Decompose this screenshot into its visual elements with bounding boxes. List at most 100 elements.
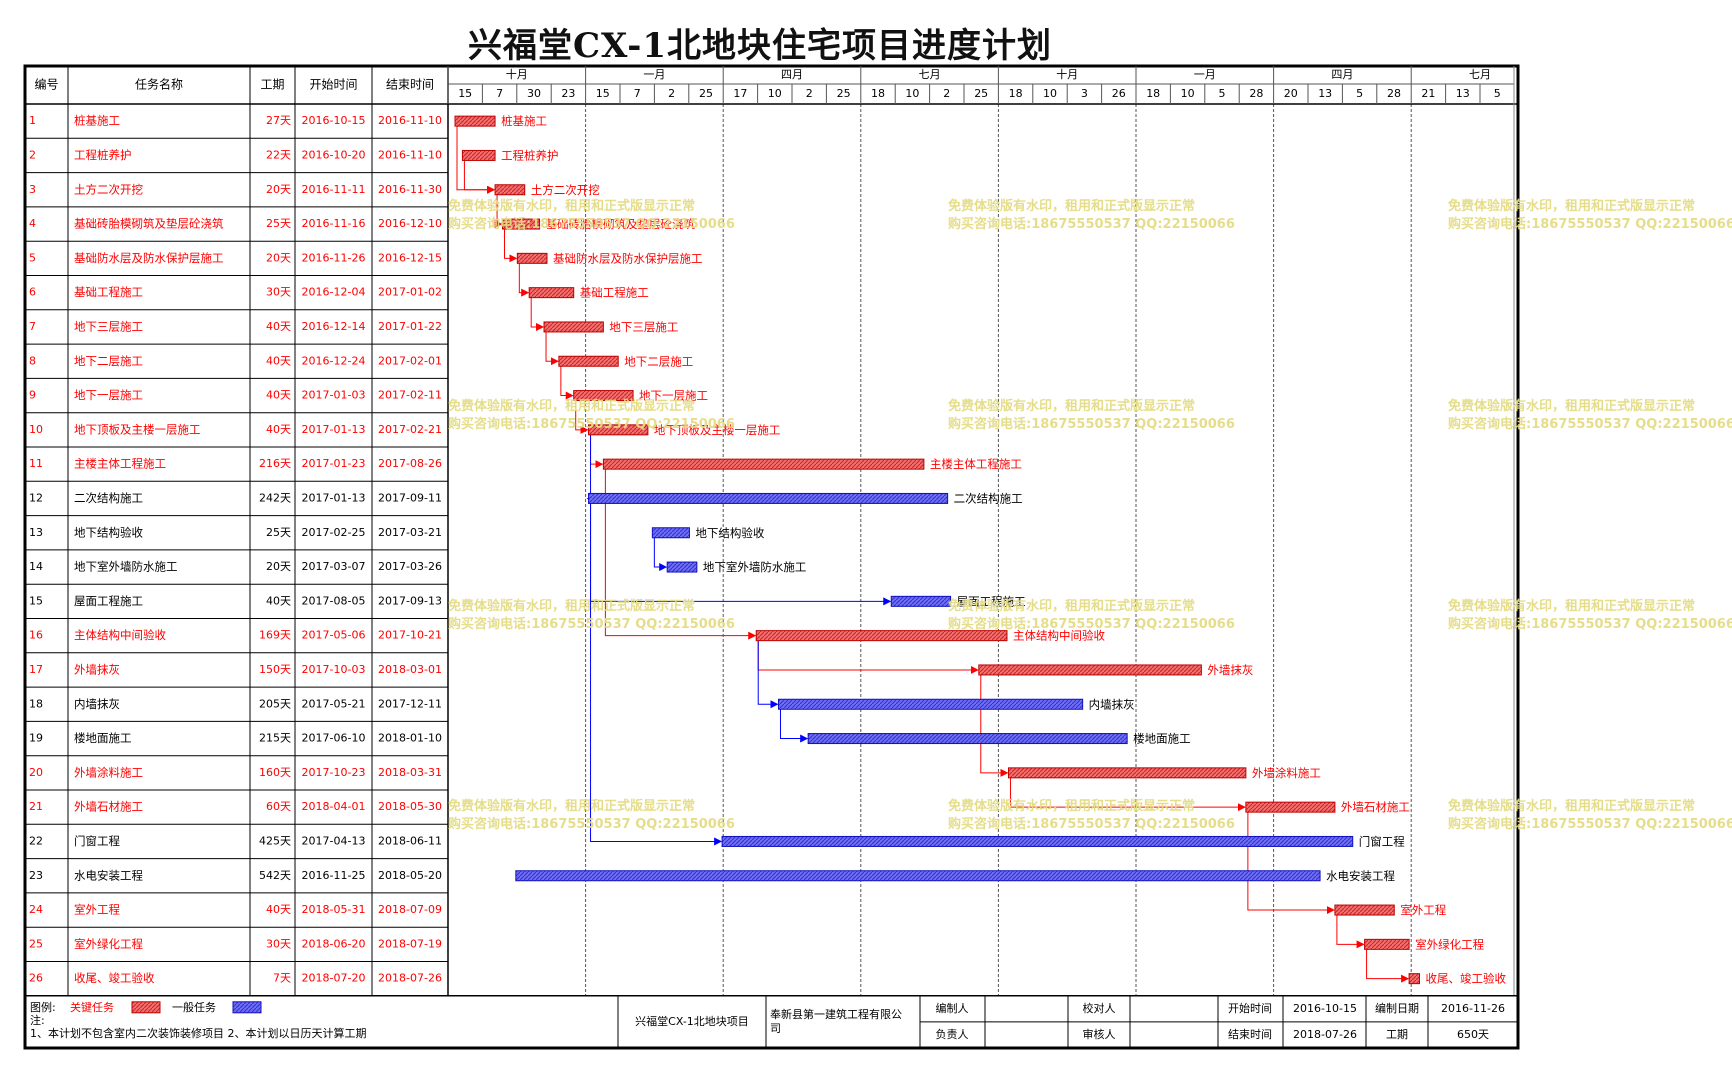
week-label: 25 [974,87,988,100]
week-label: 26 [1112,87,1126,100]
week-label: 5 [1219,87,1226,100]
task-bar[interactable] [1364,938,1410,950]
note-label: 注: [30,1013,45,1027]
week-label: 15 [596,87,610,100]
week-label: 18 [1146,87,1160,100]
task-start: 2018-04-01 [302,800,366,813]
task-bar[interactable] [501,218,541,230]
task-bar-label: 外墙涂料施工 [1252,766,1321,780]
month-label: 十月 [1056,67,1078,81]
date-value: 2016-11-26 [1441,1002,1505,1015]
start-value: 2016-10-15 [1293,1002,1357,1015]
dependency-link [545,331,559,366]
task-id: 15 [29,594,43,607]
task-start: 2017-08-05 [302,594,366,607]
task-start: 2016-10-15 [302,114,366,127]
task-id: 19 [29,732,43,745]
task-name: 基础工程施工 [74,285,143,299]
task-name: 屋面工程施工 [74,594,143,608]
dependency-link [586,434,595,503]
task-bar[interactable] [666,561,698,573]
task-id: 23 [29,869,43,882]
task-bar-label: 主体结构中间验收 [1013,629,1105,643]
task-bar[interactable] [1334,904,1395,916]
task-bar[interactable] [978,664,1202,676]
task-bar[interactable] [1007,767,1247,779]
week-label: 3 [1081,87,1088,100]
task-id: 17 [29,663,43,676]
project-name: 兴福堂CX-1北地块项目 [635,1014,749,1028]
task-bar[interactable] [807,733,1128,745]
task-bar-label: 基础防水层及防水保护层施工 [553,251,703,265]
chart-border [23,64,1520,1050]
task-bar[interactable] [602,458,925,470]
task-start: 2018-06-20 [302,937,366,950]
task-end: 2017-02-21 [378,423,442,436]
header-duration: 工期 [260,78,284,92]
task-start: 2016-11-11 [302,183,366,196]
task-bar[interactable] [528,287,575,299]
legend-normal-label: 一般任务 [172,1001,216,1014]
task-start: 2017-05-21 [302,697,366,710]
task-id: 21 [29,800,43,813]
task-bar-label: 桩基施工 [501,114,547,128]
task-bar-label: 外墙石材施工 [1341,800,1410,814]
task-name: 内墙抹灰 [74,697,120,711]
task-bar[interactable] [588,492,949,504]
task-end: 2018-03-31 [378,766,442,779]
task-bar[interactable] [461,149,496,161]
task-start: 2016-11-26 [302,251,366,264]
week-label: 7 [496,87,503,100]
task-start: 2018-07-20 [302,972,366,985]
task-end: 2016-11-10 [378,114,442,127]
task-bar[interactable] [543,321,604,333]
task-id: 22 [29,834,43,847]
dependency-link [1336,915,1365,949]
task-bar[interactable] [516,252,548,264]
task-duration: 542天 [259,869,291,882]
week-label: 21 [1421,87,1435,100]
week-label: 2 [806,87,813,100]
task-duration: 216天 [259,457,291,470]
task-bar[interactable] [573,390,634,402]
task-id: 20 [29,766,43,779]
task-bar[interactable] [755,630,1008,642]
task-bar[interactable] [494,184,526,196]
task-bar[interactable] [588,424,649,436]
task-bar[interactable] [890,595,952,607]
task-start: 2017-10-03 [302,663,366,676]
task-start: 2017-01-13 [302,423,366,436]
task-start: 2017-05-06 [302,629,366,642]
task-bar[interactable] [515,870,1321,882]
task-bar-label: 工程桩养护 [501,148,559,162]
task-bar[interactable] [721,835,1354,847]
task-name: 主楼主体工程施工 [74,457,166,471]
task-duration: 169天 [259,629,291,642]
notes-text: 1、本计划不包含室内二次装饰装修项目 2、本计划以日历天计算工期 [30,1026,367,1040]
task-end: 2018-07-19 [378,937,442,950]
task-bar-label: 屋面工程施工 [957,594,1026,608]
task-bar[interactable] [558,355,619,367]
task-bar[interactable] [454,115,496,127]
task-bar[interactable] [777,698,1084,710]
task-bar[interactable] [1408,973,1420,985]
month-label: 七月 [919,68,941,81]
task-id: 6 [29,286,36,299]
task-duration: 40天 [266,389,291,402]
task-end: 2018-07-09 [378,903,442,916]
task-end: 2017-01-02 [378,286,442,299]
company-name-line1: 奉新县第一建筑工程有限公 [770,1007,902,1021]
week-label: 5 [1356,87,1363,100]
task-duration: 25天 [266,526,291,539]
task-end: 2016-11-10 [378,148,442,161]
dependency-link [1009,777,1246,812]
task-bar[interactable] [1245,801,1336,813]
task-duration: 27天 [266,114,291,127]
week-label: 25 [699,87,713,100]
task-name: 桩基施工 [74,114,120,128]
task-name: 工程桩养护 [74,148,132,162]
week-label: 30 [527,87,541,100]
task-start: 2017-10-23 [302,766,366,779]
task-bar[interactable] [651,527,690,539]
